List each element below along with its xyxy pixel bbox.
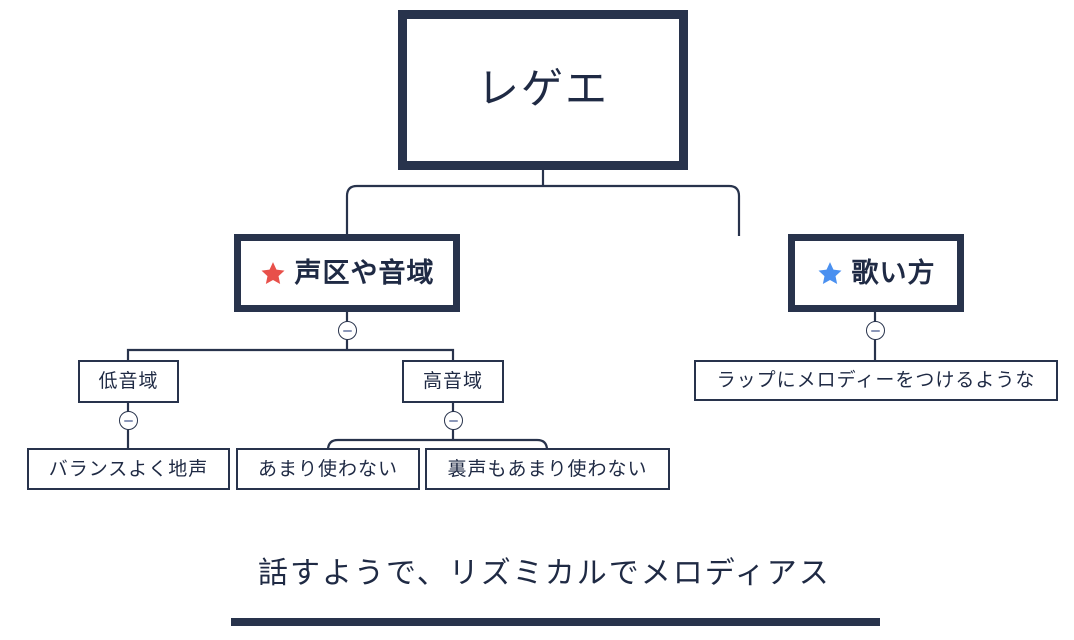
node-falsetto-rarely-used-label: 裏声もあまり使わない [447,458,648,480]
caption-text: 話すようで、リズミカルでメロディアス [258,557,831,590]
node-rap-melody[interactable]: ラップにメロディーをつけるような [694,360,1058,401]
collapse-toggle-singing-style[interactable] [866,321,885,340]
node-rap-melody-label: ラップにメロディーをつけるような [716,370,1036,391]
minus-icon [124,419,133,422]
collapse-toggle-high-range[interactable] [444,411,463,430]
node-low-range-label: 低音域 [98,371,159,392]
collapse-toggle-low-range[interactable] [119,411,138,430]
node-rarely-used[interactable]: あまり使わない [236,448,420,490]
node-falsetto-rarely-used[interactable]: 裏声もあまり使わない [425,448,670,490]
collapse-toggle-voice-range[interactable] [338,321,357,340]
node-root[interactable]: レゲエ [398,10,688,170]
node-balanced-chest-voice[interactable]: バランスよく地声 [27,448,230,490]
caption-underline-bar [231,618,880,626]
node-balanced-chest-voice-label: バランスよく地声 [48,458,209,480]
node-high-range-label: 高音域 [422,371,483,392]
node-high-range[interactable]: 高音域 [402,360,504,403]
node-branch-voice-range[interactable]: 声区や音域 [234,234,460,312]
minus-icon [449,419,458,422]
node-low-range[interactable]: 低音域 [78,360,179,403]
node-root-label: レゲエ [476,67,609,113]
minus-icon [871,329,880,332]
node-branch-singing-style[interactable]: 歌い方 [788,234,964,312]
minus-icon [343,329,352,332]
node-branch-singing-style-label: 歌い方 [851,257,936,288]
node-branch-voice-range-label: 声区や音域 [294,257,435,288]
node-rarely-used-label: あまり使わない [257,458,398,480]
star-icon [817,260,843,286]
star-icon [260,260,286,286]
